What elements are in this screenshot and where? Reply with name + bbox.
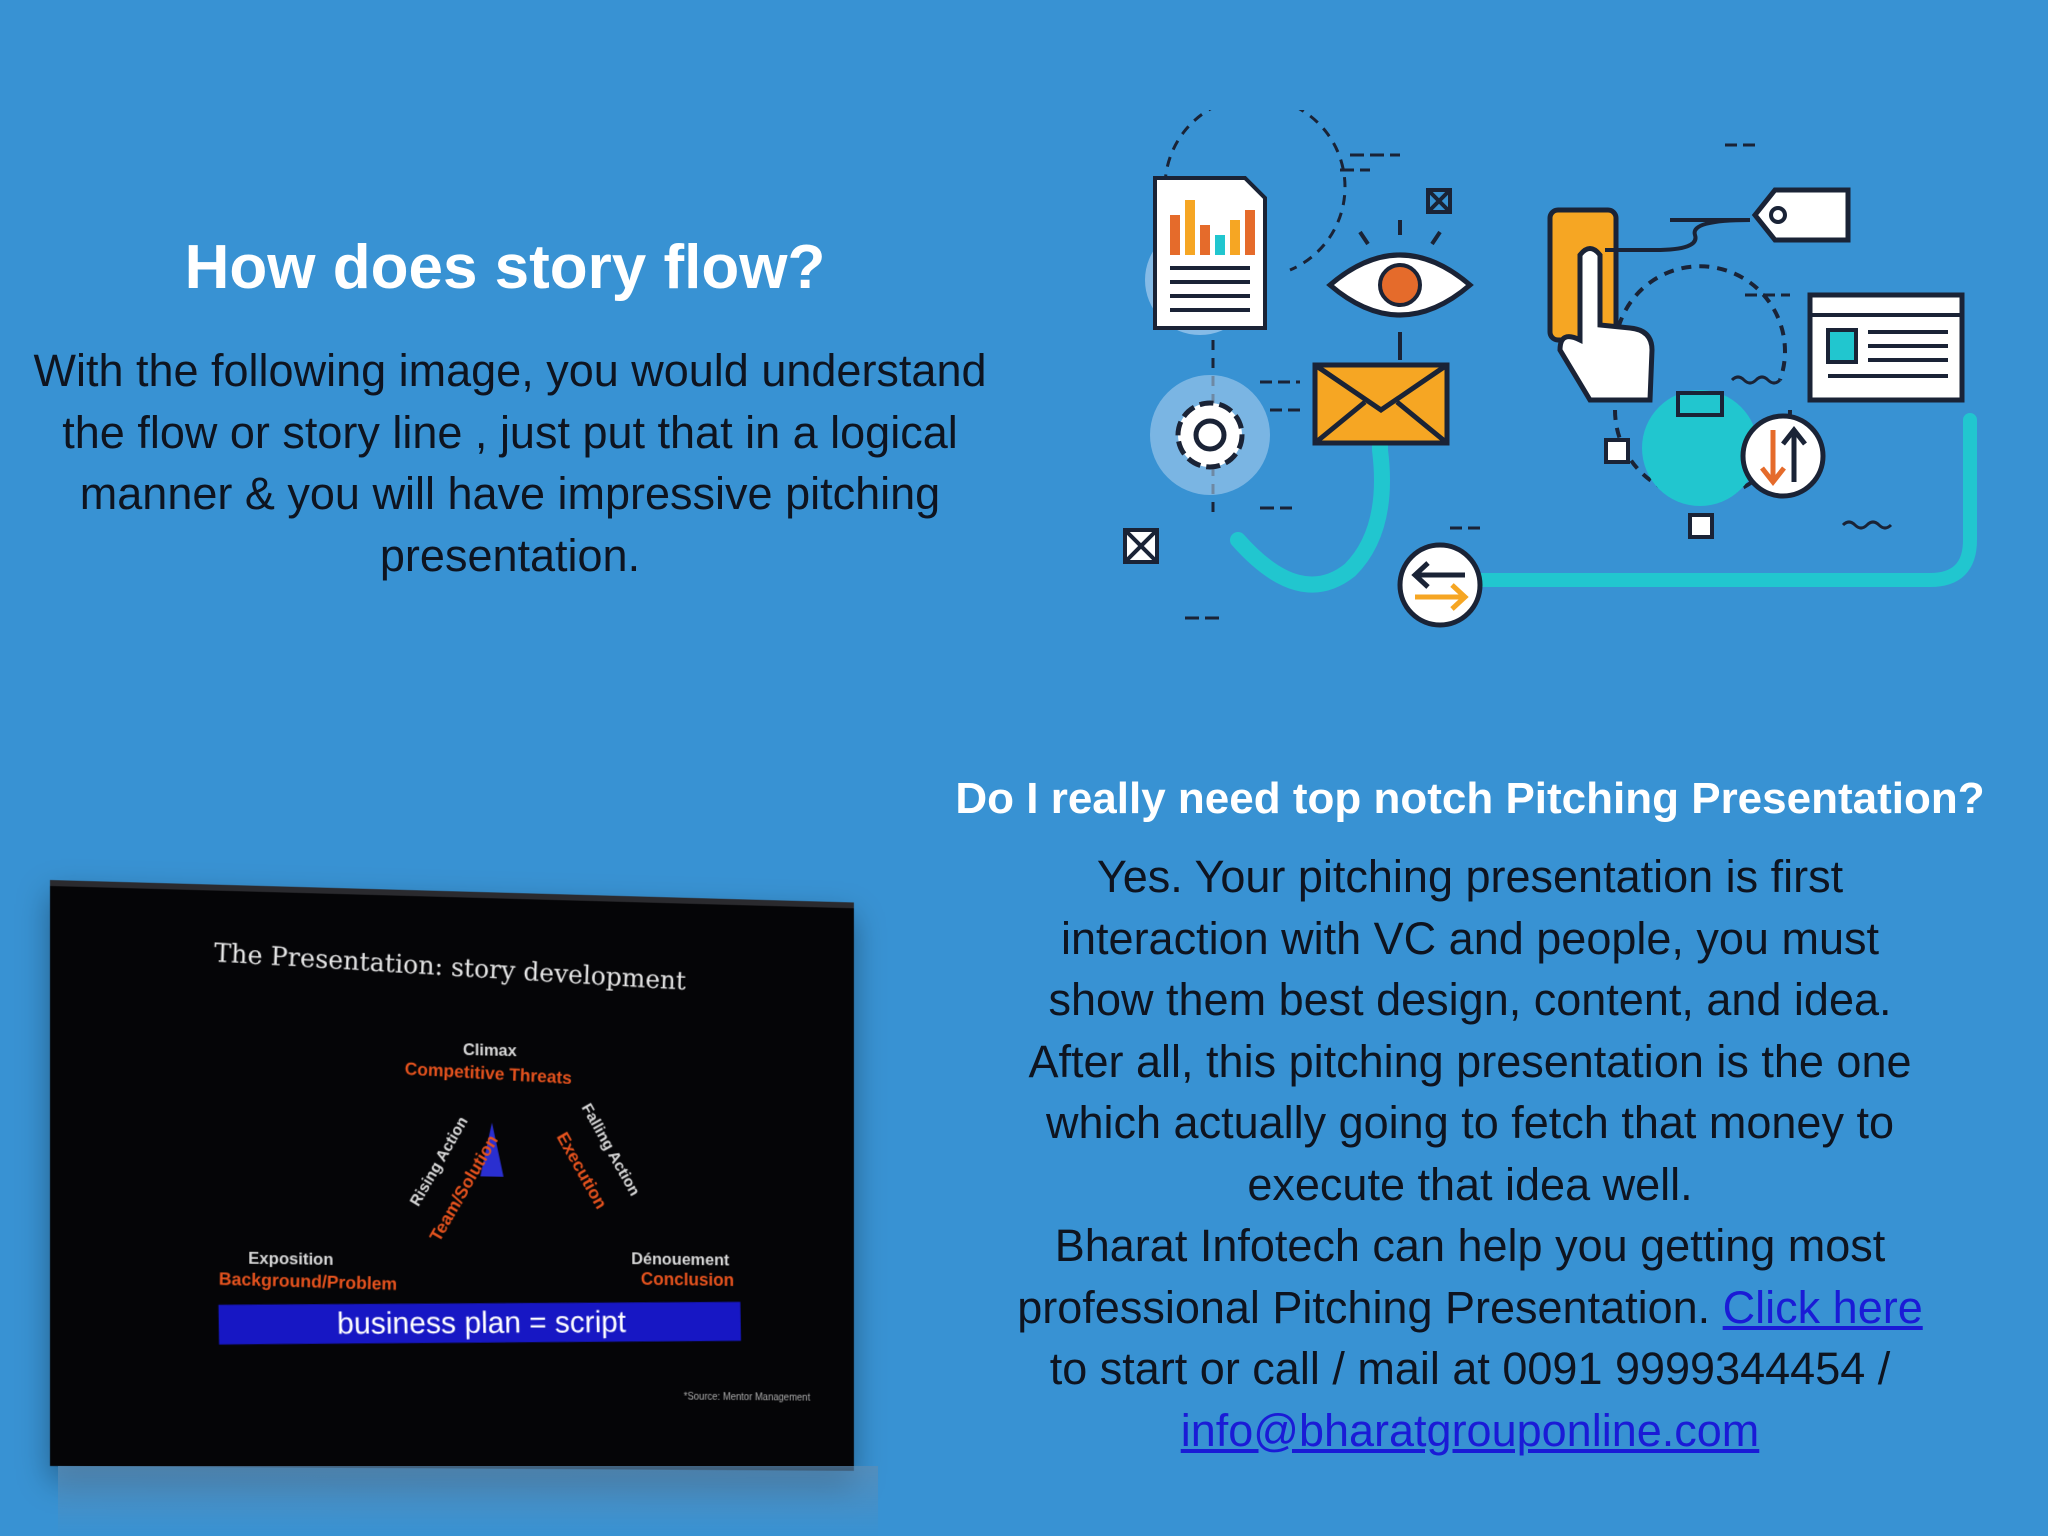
pitch-line: which actually going to fetch that money…: [1046, 1097, 1894, 1148]
source-note: *Source: Mentor Management: [683, 1391, 811, 1404]
exposition-sub-label: Background/Problem: [218, 1268, 398, 1294]
pitch-line: Yes. Your pitching presentation is first: [1096, 851, 1844, 902]
pitch-line-text: professional Pitching Presentation.: [1017, 1281, 1723, 1333]
pitch-line: Bharat Infotech can help you getting mos…: [1054, 1220, 1886, 1271]
pitch-line: execute that idea well.: [1247, 1158, 1693, 1210]
email-link[interactable]: info@bharatgrouponline.com: [1180, 1404, 1760, 1456]
pitch-line: After all, this pitching presentation is…: [1028, 1035, 1912, 1087]
close-box-icon: [1123, 188, 1452, 564]
pitch-email-line: info@bharatgrouponline.com: [960, 1400, 1980, 1462]
business-plan-bar: business plan = script: [218, 1301, 741, 1345]
eye-icon: [1326, 220, 1474, 360]
flow-description: With the following image, you would unde…: [33, 345, 987, 581]
story-development-slide: The Presentation: story development Clim…: [50, 880, 880, 1536]
business-plan-text: business plan = script: [336, 1304, 627, 1341]
phone-touch-icon: [1547, 207, 1798, 539]
report-chart-icon: [1145, 176, 1267, 335]
pitch-line-with-link: professional Pitching Presentation. Clic…: [960, 1277, 1980, 1339]
sort-arrows-icon: [1740, 413, 1893, 530]
gear-icon: [1150, 375, 1270, 495]
pitch-line: show them best design, content, and idea…: [1048, 974, 1892, 1025]
denouement-label: Dénouement: [631, 1249, 730, 1270]
price-tag-icon: [1605, 143, 1851, 252]
workflow-illustration: [1123, 110, 1977, 628]
browser-window-icon: [1730, 292, 1965, 403]
click-here-link[interactable]: Click here: [1722, 1281, 1923, 1333]
pitch-heading: Do I really need top notch Pitching Pres…: [955, 774, 1985, 823]
exposition-label: Exposition: [248, 1248, 334, 1269]
slide-reflection: [58, 1466, 878, 1536]
pitch-line: interaction with VC and people, you must: [1061, 912, 1879, 964]
exchange-arrows-icon: [1397, 526, 1485, 628]
flow-heading: How does story flow?: [184, 233, 826, 302]
climax-label: Climax: [462, 1040, 517, 1061]
climax-sub-label: Competitive Threats: [404, 1058, 573, 1088]
slide-title: The Presentation: story development: [213, 938, 687, 997]
pitch-description: Yes. Your pitching presentation is first…: [960, 846, 1980, 1461]
denouement-sub-label: Conclusion: [640, 1269, 735, 1290]
envelope-icon: [1260, 362, 1450, 446]
pitch-contact-line: to start or call / mail at 0091 99993444…: [1049, 1343, 1891, 1394]
